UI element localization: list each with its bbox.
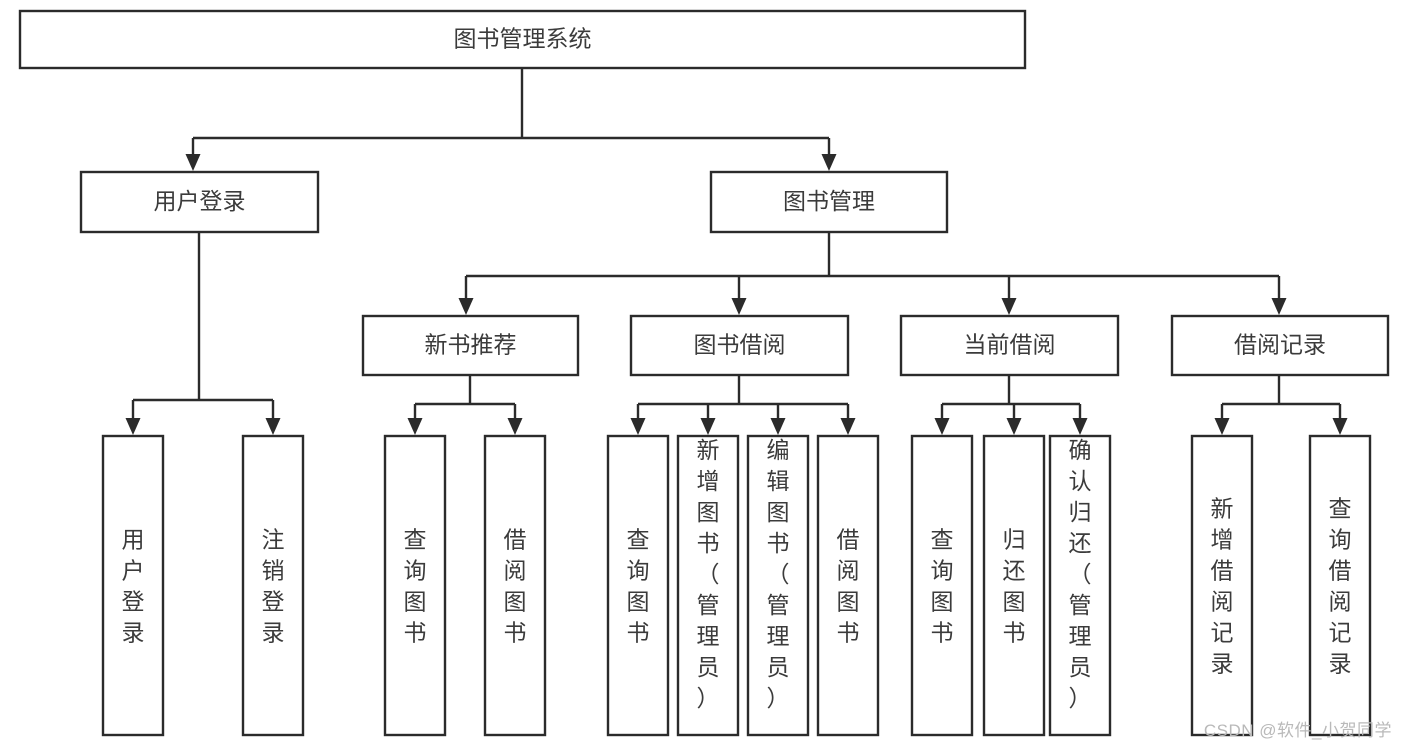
node-label: 注销登录 xyxy=(262,527,285,646)
arrow-head-icon xyxy=(934,418,950,435)
node-leaf-logout[interactable]: 注销登录 xyxy=(241,434,305,737)
node-box[interactable] xyxy=(101,434,165,737)
node-leaf-add-book[interactable]: 新增图书（管理员） xyxy=(676,434,740,737)
node-box[interactable] xyxy=(241,434,305,737)
node-leaf-query-book-3[interactable]: 查询图书 xyxy=(910,434,974,737)
node-box[interactable] xyxy=(709,170,949,234)
node-box[interactable] xyxy=(982,434,1046,737)
arrow-head-icon xyxy=(1271,298,1287,315)
node-leaf-user-login[interactable]: 用户登录 xyxy=(101,434,165,737)
arrow-head-icon xyxy=(458,298,474,315)
node-label: 图书管理 xyxy=(783,188,875,214)
node-box[interactable] xyxy=(18,9,1027,70)
node-box[interactable] xyxy=(383,434,447,737)
node-box[interactable] xyxy=(629,314,850,377)
arrow-head-icon xyxy=(1332,418,1348,435)
node-label: 借阅图书 xyxy=(837,527,860,646)
arrow-head-icon xyxy=(700,418,716,435)
node-root[interactable]: 图书管理系统 xyxy=(18,9,1027,70)
node-label: 查询借阅记录 xyxy=(1329,496,1352,677)
node-box[interactable] xyxy=(899,314,1120,377)
connector-group-book-manage xyxy=(458,232,1287,315)
node-label: 新书推荐 xyxy=(425,332,517,358)
arrow-head-icon xyxy=(265,418,281,435)
node-label: 查询图书 xyxy=(931,527,954,646)
node-label: 查询图书 xyxy=(627,527,650,646)
arrow-head-icon xyxy=(630,418,646,435)
node-label: 借阅图书 xyxy=(504,527,527,646)
node-layer: 图书管理系统用户登录图书管理新书推荐图书借阅当前借阅借阅记录用户登录注销登录查询… xyxy=(18,9,1390,737)
node-leaf-edit-book[interactable]: 编辑图书（管理员） xyxy=(746,434,810,737)
node-user-login[interactable]: 用户登录 xyxy=(79,170,320,234)
node-label: 新增图书（管理员） xyxy=(697,437,720,711)
node-label: 用户登录 xyxy=(122,527,145,646)
node-box[interactable] xyxy=(1190,434,1254,737)
node-leaf-query-book-2[interactable]: 查询图书 xyxy=(606,434,670,737)
arrow-head-icon xyxy=(1006,418,1022,435)
node-leaf-return-book[interactable]: 归还图书 xyxy=(982,434,1046,737)
arrow-head-icon xyxy=(821,154,837,171)
node-borrow-record[interactable]: 借阅记录 xyxy=(1170,314,1390,377)
node-label: 归还图书 xyxy=(1003,527,1026,646)
node-label: 当前借阅 xyxy=(964,332,1056,358)
arrow-head-icon xyxy=(1072,418,1088,435)
node-label: 用户登录 xyxy=(154,188,246,214)
node-book-borrow[interactable]: 图书借阅 xyxy=(629,314,850,377)
arrow-head-icon xyxy=(125,418,141,435)
arrow-head-icon xyxy=(1001,298,1017,315)
connector-group-current-borrow xyxy=(934,375,1088,435)
node-leaf-borrow-book-1[interactable]: 借阅图书 xyxy=(483,434,547,737)
arrow-head-icon xyxy=(731,298,747,315)
connector-group-user-login xyxy=(125,232,281,435)
node-book-manage[interactable]: 图书管理 xyxy=(709,170,949,234)
arrow-head-icon xyxy=(770,418,786,435)
connector-layer xyxy=(125,68,1348,435)
node-leaf-query-book-1[interactable]: 查询图书 xyxy=(383,434,447,737)
arrow-head-icon xyxy=(185,154,201,171)
node-leaf-add-record[interactable]: 新增借阅记录 xyxy=(1190,434,1254,737)
node-box[interactable] xyxy=(910,434,974,737)
node-label: 查询图书 xyxy=(404,527,427,646)
node-label: 图书借阅 xyxy=(694,332,786,358)
node-leaf-confirm-return[interactable]: 确认归还（管理员） xyxy=(1048,434,1112,737)
connector-group-borrow-record xyxy=(1214,375,1348,435)
node-box[interactable] xyxy=(816,434,880,737)
node-leaf-borrow-book-2[interactable]: 借阅图书 xyxy=(816,434,880,737)
node-box[interactable] xyxy=(1048,434,1112,737)
node-label: 编辑图书（管理员） xyxy=(767,437,790,711)
connector-group-book-borrow xyxy=(630,375,856,435)
node-box[interactable] xyxy=(746,434,810,737)
node-leaf-query-record[interactable]: 查询借阅记录 xyxy=(1308,434,1372,737)
node-label: 图书管理系统 xyxy=(454,26,592,52)
node-box[interactable] xyxy=(1308,434,1372,737)
node-label: 新增借阅记录 xyxy=(1211,496,1234,677)
node-box[interactable] xyxy=(1170,314,1390,377)
node-new-book-rec[interactable]: 新书推荐 xyxy=(361,314,580,377)
arrow-head-icon xyxy=(840,418,856,435)
node-label: 借阅记录 xyxy=(1234,332,1326,358)
connector-group-new-book-rec xyxy=(407,375,523,435)
node-box[interactable] xyxy=(676,434,740,737)
node-box[interactable] xyxy=(606,434,670,737)
arrow-head-icon xyxy=(507,418,523,435)
arrow-head-icon xyxy=(407,418,423,435)
node-box[interactable] xyxy=(361,314,580,377)
arrow-head-icon xyxy=(1214,418,1230,435)
node-label: 确认归还（管理员） xyxy=(1069,437,1092,711)
node-box[interactable] xyxy=(79,170,320,234)
node-box[interactable] xyxy=(483,434,547,737)
node-current-borrow[interactable]: 当前借阅 xyxy=(899,314,1120,377)
connector-group-root xyxy=(185,68,837,171)
